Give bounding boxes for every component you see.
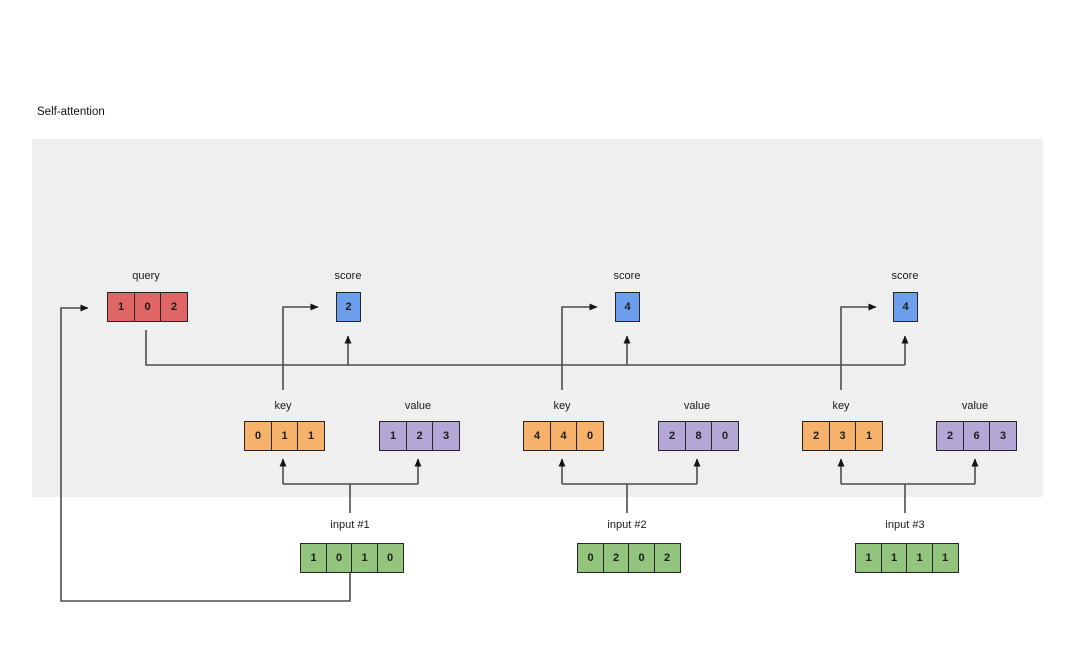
input-cell: 1	[880, 543, 908, 573]
input-cell: 1	[300, 543, 327, 573]
input-label-2: input #2	[607, 519, 647, 531]
key-vector-1: 0 1 1	[244, 421, 325, 451]
key-cell: 1	[297, 421, 325, 451]
connector-query-rail	[145, 330, 905, 366]
connector-key3-to-score3	[840, 303, 877, 390]
score-cell: 2	[336, 292, 361, 322]
input-label-3: input #3	[885, 519, 925, 531]
input-cell: 0	[628, 543, 655, 573]
key-cell: 0	[244, 421, 272, 451]
input-vector-3: 1 1 1 1	[855, 543, 959, 573]
key-label-3: key	[832, 400, 850, 412]
key-cell: 2	[802, 421, 830, 451]
score-box-1: 2	[336, 292, 361, 322]
score-label-2: score	[613, 270, 641, 282]
value-cell: 0	[711, 421, 739, 451]
input-vector-1: 1 0 1 0	[300, 543, 404, 573]
value-cell: 3	[989, 421, 1017, 451]
input-cell: 1	[855, 543, 882, 573]
value-vector-1: 1 2 3	[379, 421, 460, 451]
query-cell: 0	[133, 292, 162, 322]
value-vector-2: 2 8 0	[658, 421, 739, 451]
input-cell: 0	[577, 543, 604, 573]
key-label-2: key	[553, 400, 571, 412]
connector-input1-to-query	[60, 304, 351, 602]
input-cell: 2	[653, 543, 681, 573]
input-cell: 0	[325, 543, 353, 573]
value-cell: 2	[405, 421, 434, 451]
query-vector: 1 0 2	[107, 292, 188, 322]
input-label-1: input #1	[330, 519, 370, 531]
key-cell: 4	[549, 421, 578, 451]
query-label: query	[132, 270, 160, 282]
connector-key2-to-score2	[561, 303, 598, 390]
key-cell: 3	[828, 421, 857, 451]
diagram-title: Self-attention	[37, 106, 105, 118]
value-cell: 2	[936, 421, 964, 451]
value-cell: 8	[684, 421, 713, 451]
score-cell: 4	[893, 292, 918, 322]
input-cell: 1	[906, 543, 933, 573]
connector-key1-to-score1	[282, 303, 319, 390]
value-label-1: value	[404, 400, 432, 412]
input-cell: 2	[602, 543, 630, 573]
input-cell: 1	[351, 543, 378, 573]
score-box-2: 4	[615, 292, 640, 322]
score-label-1: score	[334, 270, 362, 282]
input-cell: 0	[376, 543, 404, 573]
key-cell: 1	[270, 421, 299, 451]
score-label-3: score	[891, 270, 919, 282]
score-cell: 4	[615, 292, 640, 322]
value-cell: 1	[379, 421, 407, 451]
key-cell: 4	[523, 421, 551, 451]
query-cell: 2	[160, 292, 188, 322]
value-cell: 6	[962, 421, 991, 451]
score-box-3: 4	[893, 292, 918, 322]
key-vector-3: 2 3 1	[802, 421, 883, 451]
value-cell: 3	[432, 421, 460, 451]
key-cell: 1	[855, 421, 883, 451]
value-label-2: value	[683, 400, 711, 412]
input-vector-2: 0 2 0 2	[577, 543, 681, 573]
input-cell: 1	[931, 543, 959, 573]
value-cell: 2	[658, 421, 686, 451]
key-label-1: key	[274, 400, 292, 412]
key-vector-2: 4 4 0	[523, 421, 604, 451]
value-label-3: value	[961, 400, 989, 412]
key-cell: 0	[576, 421, 604, 451]
value-vector-3: 2 6 3	[936, 421, 1017, 451]
query-cell: 1	[107, 292, 135, 322]
